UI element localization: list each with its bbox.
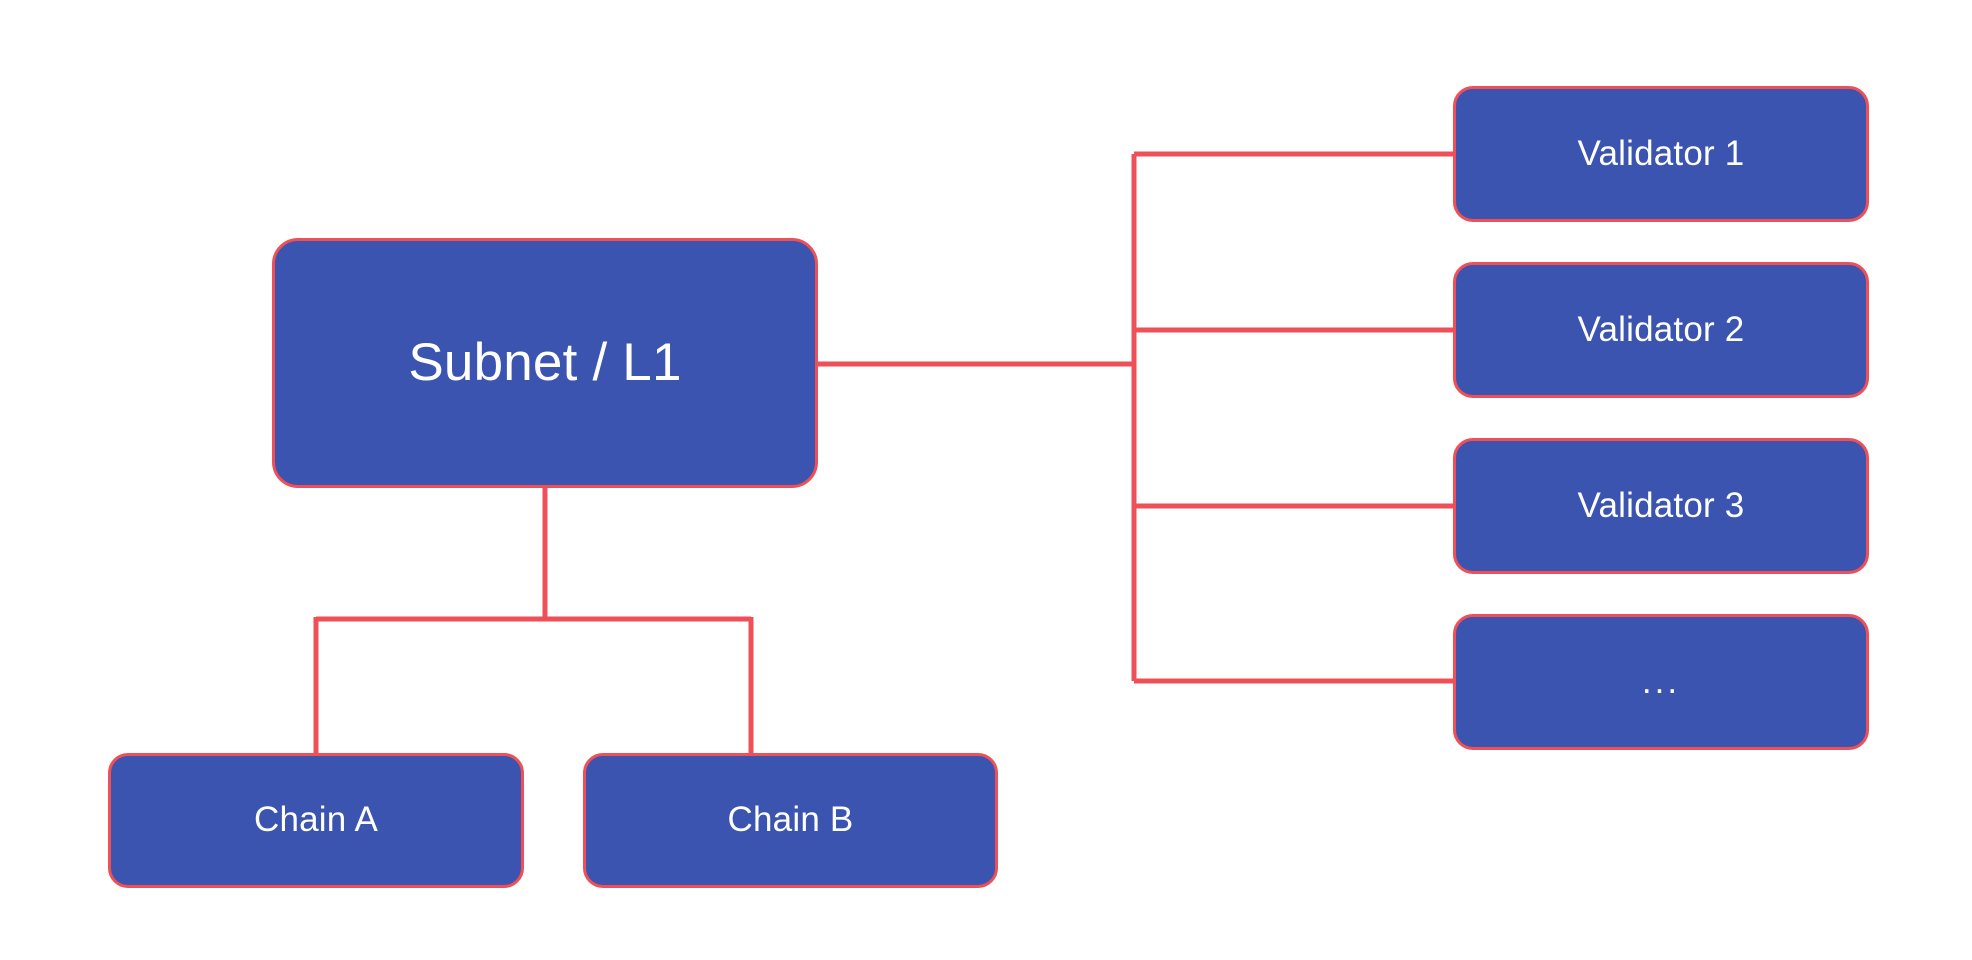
node-validator-1-label: Validator 1 (1577, 133, 1745, 173)
node-validator-ellipsis[interactable]: ... (1453, 614, 1869, 750)
node-chain-a[interactable]: Chain A (108, 753, 524, 888)
node-chain-b[interactable]: Chain B (583, 753, 998, 888)
node-validator-ellipsis-label: ... (1641, 661, 1681, 701)
node-validator-1[interactable]: Validator 1 (1453, 86, 1869, 222)
node-validator-3[interactable]: Validator 3 (1453, 438, 1869, 574)
node-validator-2[interactable]: Validator 2 (1453, 262, 1869, 398)
node-subnet-l1-label: Subnet / L1 (408, 332, 682, 392)
node-validator-2-label: Validator 2 (1577, 309, 1745, 349)
node-chain-b-label: Chain B (727, 800, 854, 840)
node-validator-3-label: Validator 3 (1577, 485, 1745, 525)
node-chain-a-label: Chain A (254, 800, 378, 840)
node-subnet-l1[interactable]: Subnet / L1 (272, 238, 818, 488)
